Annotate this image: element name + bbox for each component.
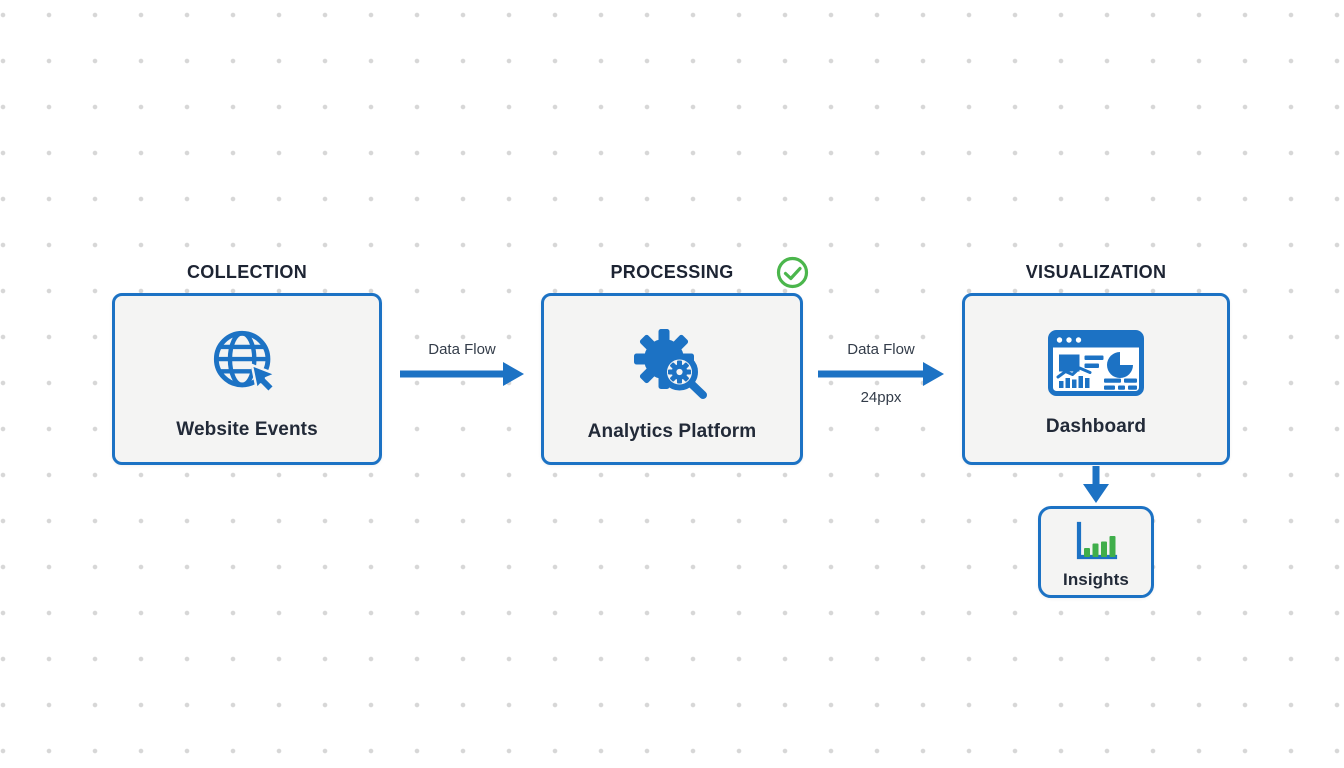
flow-label: Data Flow	[428, 341, 496, 358]
node-website-events: Website Events	[112, 293, 382, 465]
gear-magnifier-icon	[634, 329, 707, 399]
node-analytics-platform: Analytics Platform	[541, 293, 803, 465]
globe-wireframe	[213, 330, 271, 388]
node-label: Website Events	[176, 419, 318, 440]
browser-window	[1048, 330, 1144, 396]
stage-label-visualization: VISUALIZATION	[1025, 262, 1167, 282]
check-mark	[783, 266, 802, 281]
cursor-arrow	[250, 363, 277, 394]
node-label: Dashboard	[1045, 416, 1147, 437]
stage-label-processing: PROCESSING	[610, 262, 734, 282]
dashboard-widgets	[1059, 349, 1137, 390]
dashboard-icon	[1048, 330, 1144, 396]
flow-arrow-collection-processing: Data Flow	[400, 341, 524, 387]
node-insights: Insights	[1038, 506, 1154, 598]
check-circle-icon	[776, 256, 809, 289]
chart-bars	[1084, 535, 1116, 557]
flow-sublabel: 24ppx	[860, 389, 902, 406]
node-dashboard: Dashboard	[962, 293, 1230, 465]
check-circle-ring	[776, 256, 809, 289]
node-label: Analytics Platform	[587, 421, 757, 442]
down-arrow-icon	[1083, 466, 1109, 503]
node-label: Insights	[1063, 569, 1129, 589]
small-gear	[668, 360, 691, 384]
globe-cursor-icon	[213, 330, 277, 394]
bar-chart-icon	[1076, 521, 1118, 559]
stage-label-collection: COLLECTION	[187, 262, 307, 282]
flow-arrow-processing-visualization: Data Flow 24ppx	[818, 341, 944, 407]
trend-line	[1056, 366, 1092, 379]
right-arrow-icon	[400, 362, 524, 386]
flow-label: Data Flow	[847, 341, 915, 358]
right-arrow-icon	[818, 362, 944, 386]
